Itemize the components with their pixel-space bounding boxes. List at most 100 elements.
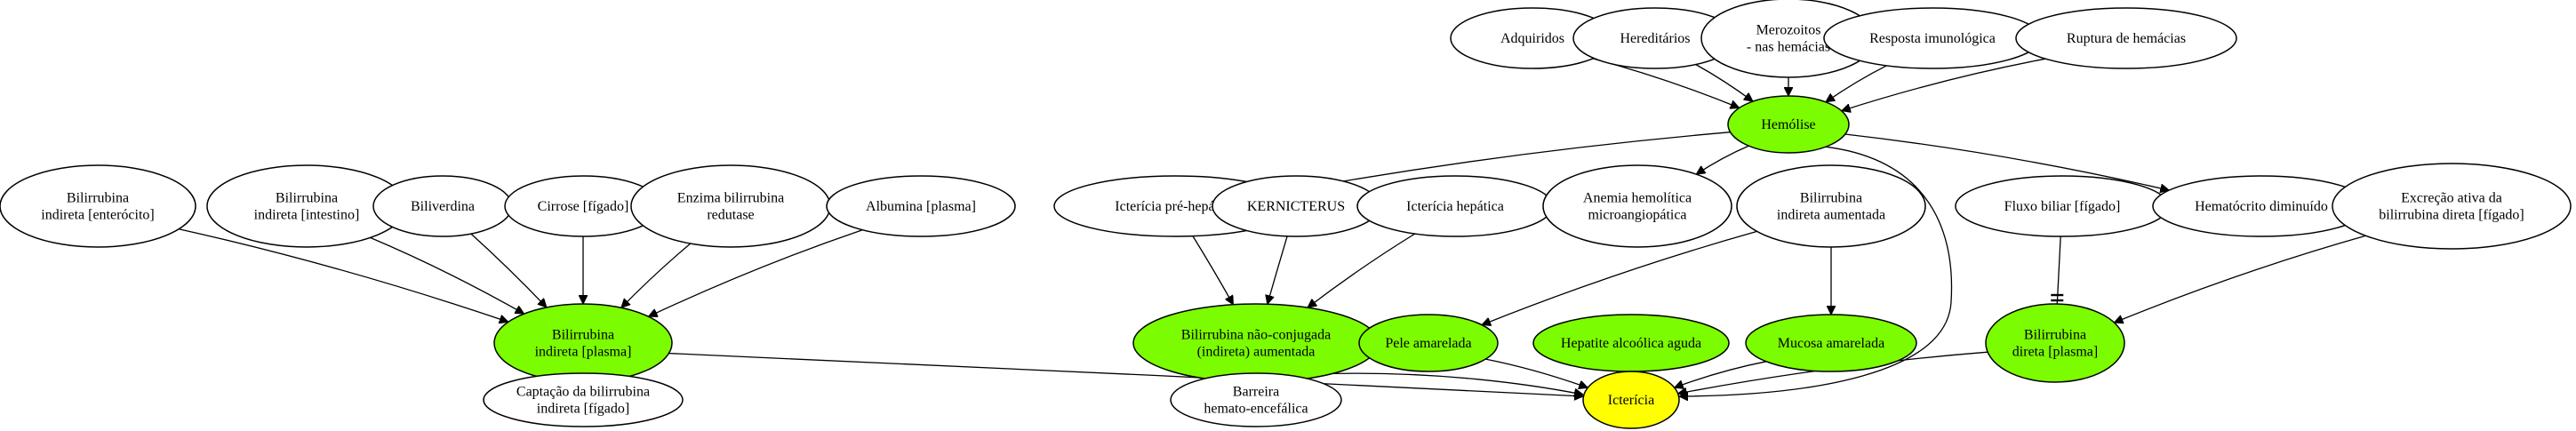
edge-ict_pre-to-bnc — [1192, 235, 1234, 305]
edge-ruptura-to-hemolise — [1842, 58, 2046, 111]
node-label: Hereditários — [1620, 31, 1690, 46]
edge-fluxo-to-bd_plasma — [2051, 235, 2064, 305]
edge-line — [370, 236, 524, 315]
node-resposta[interactable]: Resposta imunológica — [1823, 7, 2042, 69]
edge-kernicterus-to-bnc — [1268, 235, 1288, 304]
node-label: bilirrubina direta [fígado] — [2379, 208, 2524, 223]
node-label: KERNICTERUS — [1247, 199, 1345, 214]
edge-hemolise-to-ictericia — [1679, 146, 1953, 396]
node-label: Icterícia — [1608, 393, 1654, 408]
edge-line — [470, 233, 547, 307]
node-adquiridos[interactable]: Adquiridos — [1450, 7, 1615, 69]
edge-line — [649, 229, 863, 317]
edge-bi_enterocito-to-bi_plasma — [179, 228, 508, 323]
edge-line — [1842, 58, 2046, 111]
node-merozoitos[interactable]: Merozoitos- nas hemácias — [1700, 0, 1876, 78]
edge-line — [1695, 63, 1753, 102]
node-shape — [1736, 164, 1926, 248]
edge-hereditarios-to-hemolise — [1695, 63, 1753, 102]
node-shape — [1132, 303, 1380, 383]
node-label: - nas hemácias — [1747, 40, 1830, 55]
edge-albumina-to-bi_plasma — [649, 229, 863, 317]
node-bi_enterocito[interactable]: Bilirrubina indireta [enterócito] — [0, 164, 196, 248]
node-ruptura[interactable]: Ruptura de hemácias — [2015, 7, 2237, 69]
node-label: Icterícia hepática — [1406, 199, 1504, 214]
node-label: Bilirrubina — [1800, 191, 1862, 206]
node-ict_hep[interactable]: Icterícia hepática — [1356, 175, 1554, 237]
edge-line — [179, 228, 508, 323]
node-albumina[interactable]: Albumina [plasma] — [826, 175, 1016, 237]
edge-line — [1332, 372, 1583, 395]
edge-line — [1826, 65, 1887, 102]
node-label: hemato-encefálica — [1204, 402, 1308, 417]
node-kernicterus[interactable]: KERNICTERUS — [1212, 175, 1380, 237]
node-label: Albumina [plasma] — [866, 199, 976, 214]
node-label: indireta [plasma] — [535, 345, 632, 360]
node-bd_plasma[interactable]: Bilirrubina direta [plasma] — [1985, 303, 2125, 383]
node-excrecao[interactable]: Excreção ativa da bilirrubina direta [fíg… — [2332, 163, 2572, 250]
node-label: Cirrose [fígado] — [538, 199, 629, 214]
edge-hemolise-to-hematocrito — [1844, 133, 2170, 190]
node-label: Bilirrubina — [2024, 328, 2086, 343]
node-label: direta [plasma] — [2012, 345, 2098, 360]
node-shape — [0, 164, 196, 248]
node-label: Hepatite alcoólica aguda — [1561, 336, 1701, 351]
edge-bi_aumentada-to-pele — [1482, 230, 1757, 324]
node-ictericia[interactable]: Icterícia — [1582, 371, 1680, 429]
node-label: Enzima bilirrubina — [677, 191, 784, 206]
edge-enzima-to-bi_plasma — [621, 243, 692, 307]
node-label: Bilirrubina não-conjugada — [1181, 328, 1331, 343]
node-label: Ruptura de hemácias — [2067, 31, 2186, 46]
node-label: Bilirrubina — [552, 328, 614, 343]
node-label: Pele amarelada — [1385, 336, 1471, 351]
edge-resposta-to-hemolise — [1826, 65, 1887, 102]
node-bi_plasma[interactable]: Bilirrubina indireta [plasma] — [493, 303, 673, 383]
node-label: Anemia hemolítica — [1583, 191, 1692, 206]
node-label: Captação da bilirrubina — [516, 385, 650, 400]
node-shape — [630, 164, 831, 248]
node-shape — [1170, 372, 1342, 427]
node-label: Fluxo biliar [fígado] — [2004, 199, 2121, 214]
node-bi_intestino[interactable]: Bilirrubina indireta [intestino] — [206, 164, 407, 248]
node-shape — [1542, 164, 1732, 248]
node-label: Excreção ativa da — [2401, 191, 2502, 206]
edge-line — [1482, 230, 1757, 324]
node-label: Bilirrubina — [276, 191, 338, 206]
edge-line — [1308, 233, 1416, 307]
node-bnc[interactable]: Bilirrubina não-conjugada (indireta) aume… — [1132, 303, 1380, 383]
edge-line — [1844, 133, 2170, 190]
edge-mucosa-to-ictericia — [1675, 361, 1767, 387]
node-label: indireta [intestino] — [254, 208, 360, 223]
node-mucosa[interactable]: Mucosa amarelada — [1745, 314, 1917, 372]
node-label: indireta [enterócito] — [41, 208, 155, 223]
node-pele[interactable]: Pele amarelada — [1358, 314, 1499, 372]
node-hemolise[interactable]: Hemólise — [1727, 95, 1850, 154]
node-shape — [493, 303, 673, 383]
node-cirrose[interactable]: Cirrose [fígado] — [504, 175, 662, 237]
edge-line — [1679, 146, 1953, 396]
edge-line — [2056, 235, 2061, 305]
node-shape — [2332, 163, 2572, 250]
node-label: Hemólise — [1761, 117, 1815, 132]
edge-line — [1192, 235, 1234, 305]
node-shape — [483, 372, 684, 427]
node-biliverdina[interactable]: Biliverdina — [372, 175, 513, 237]
node-shape — [1727, 95, 1850, 154]
edge-hemolise-to-anemia — [1696, 145, 1749, 174]
edge-bi_intestino-to-bi_plasma — [370, 236, 524, 315]
edge-biliverdina-to-bi_plasma — [470, 233, 547, 307]
node-hematocrito[interactable]: Hematócrito diminuído — [2152, 175, 2371, 237]
node-label: Bilirrubina — [67, 191, 129, 206]
node-label: Adquiridos — [1500, 31, 1564, 46]
node-label: (indireta) aumentada — [1197, 345, 1316, 360]
node-fluxo[interactable]: Fluxo biliar [fígado] — [1955, 175, 2170, 237]
node-shape — [1358, 314, 1499, 372]
node-hepatite[interactable]: Hepatite alcoólica aguda — [1532, 314, 1730, 372]
